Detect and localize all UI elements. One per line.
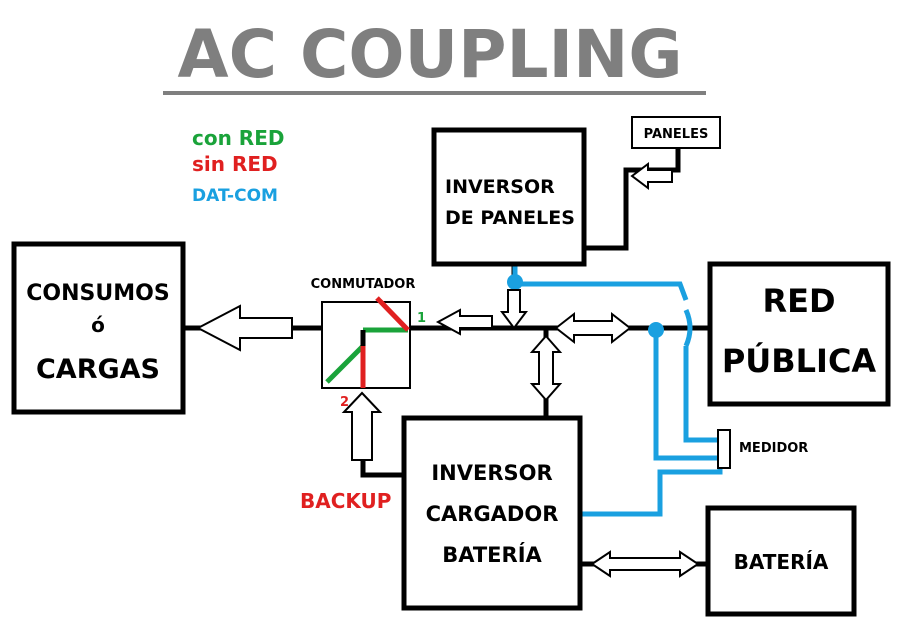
inversor-cargador-label-1: INVERSOR (431, 461, 552, 485)
arrow-from-paneles (630, 162, 673, 190)
backup-label: BACKUP (300, 489, 391, 513)
arrow-bus-red (554, 311, 632, 345)
medidor-label: MEDIDOR (739, 441, 808, 456)
inversor-cargador-label-2: CARGADOR (426, 502, 559, 526)
switch-pos-2: 2 (340, 395, 349, 410)
inversor-paneles-label-2: DE PANELES (445, 207, 575, 229)
arrow-backup (341, 391, 383, 461)
dat-com-node-red (648, 322, 664, 338)
bateria-box (705, 505, 857, 617)
dat-com-node-top (507, 274, 523, 290)
inversor-paneles-box (431, 127, 587, 267)
conmutador-label: CONMUTADOR (311, 277, 416, 292)
switch-pos-1: 1 (417, 311, 426, 326)
consumos-box (11, 241, 186, 415)
paneles-label: PANELES (644, 127, 709, 142)
inversor-paneles-label-1: INVERSOR (445, 176, 555, 198)
conmutador-box (321, 301, 411, 389)
bateria-label: BATERÍA (734, 550, 829, 574)
legend-con-red: con RED (192, 126, 284, 150)
arrow-from-inversor-paneles (500, 289, 528, 330)
arrow-cargador-bateria (590, 550, 700, 578)
page-title: AC COUPLING (177, 16, 682, 93)
arrow-to-consumos (195, 304, 293, 352)
arrow-bus-cargador (529, 334, 563, 402)
legend-dat-com: DAT-COM (192, 186, 278, 206)
conmutador-contacts (325, 296, 410, 388)
red-publica-label-2: PÚBLICA (722, 341, 877, 380)
inversor-cargador-box (401, 415, 583, 611)
inversor-cargador-label-3: BATERÍA (442, 542, 542, 567)
medidor-box (717, 429, 731, 469)
legend-sin-red: sin RED (192, 152, 278, 176)
consumos-label-2: ó (91, 313, 105, 337)
arrow-to-conmutador (435, 308, 493, 336)
paneles-box (631, 116, 721, 149)
red-publica-label-1: RED (762, 282, 835, 320)
red-publica-box (707, 261, 891, 407)
consumos-label-3: CARGAS (36, 354, 160, 385)
consumos-label-1: CONSUMOS (26, 281, 169, 306)
